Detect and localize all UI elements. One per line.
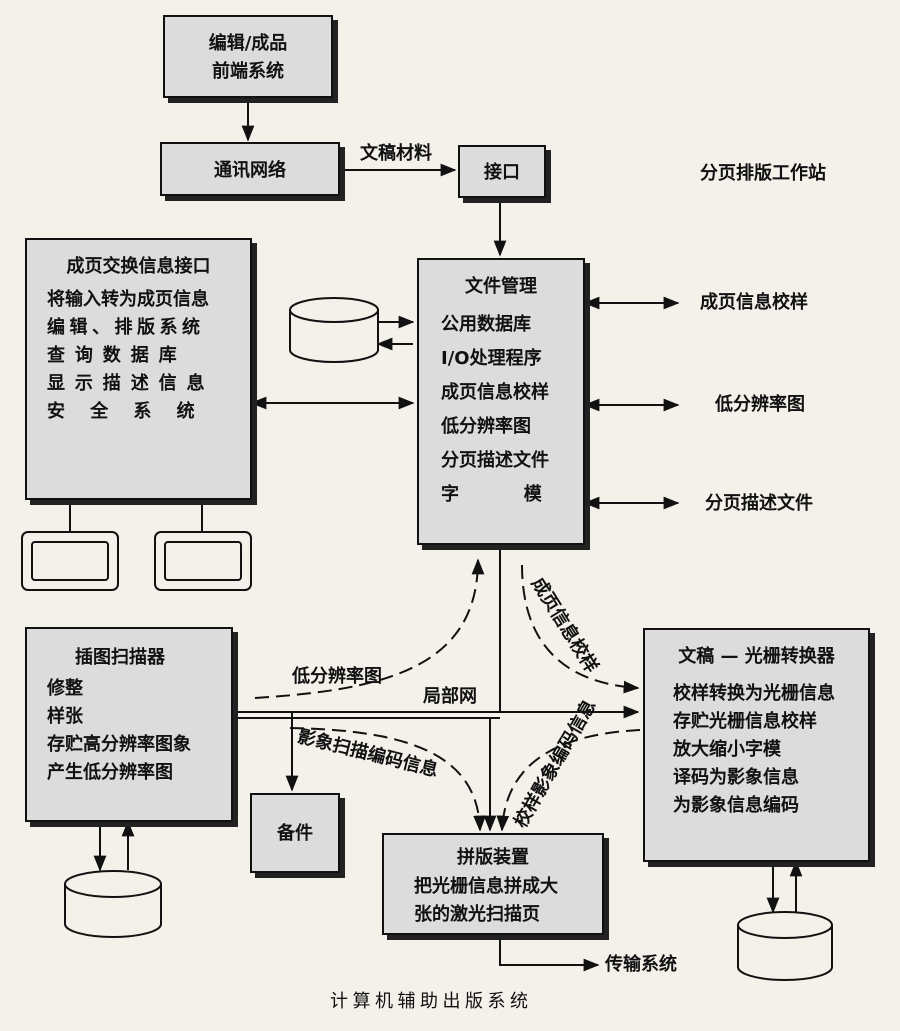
filemgmt-title: 文件管理 <box>465 276 537 297</box>
exchange-item: 编辑、排版系统 <box>47 317 205 338</box>
arrow-to-transmission <box>499 935 600 972</box>
curve-page-proof <box>521 564 640 694</box>
exchange-item: 将输入转为成页信息 <box>47 289 209 310</box>
converter-item: 为影象信息编码 <box>673 795 799 816</box>
curve-lowres <box>254 558 485 699</box>
scanner-box: 插图扫描器 修整 样张 存贮高分辨率图象 产生低分辨率图 <box>25 627 233 822</box>
editing-frontend-box: 编辑/成品 前端系统 <box>163 15 333 98</box>
converter-item: 译码为影象信息 <box>673 767 799 788</box>
exchange-item: 显示描述信息 <box>47 373 215 394</box>
curve-image-encode <box>289 727 486 832</box>
editing-title: 编辑/成品 <box>208 33 288 54</box>
converter-items: 校样转换为光栅信息 存贮光栅信息校样 放大缩小字模 译码为影象信息 为影象信息编… <box>673 680 835 820</box>
label-workstation: 分页排版工作站 <box>700 163 826 184</box>
exchange-title: 成页交换信息接口 <box>66 256 211 277</box>
converter-item: 存贮光栅信息校样 <box>673 711 817 732</box>
editing-subtitle: 前端系统 <box>212 61 284 82</box>
label-lan: 局部网 <box>423 686 477 707</box>
filemgmt-item: 公用数据库 <box>441 314 531 335</box>
filemgmt-item: 低分辨率图 <box>441 416 531 437</box>
scanner-item: 存贮高分辨率图象 <box>47 734 191 755</box>
imposition-box: 拼版装置 把光栅信息拼成大 张的激光扫描页 <box>382 833 604 935</box>
database-icon <box>64 870 162 938</box>
exchange-item: 查询数据库 <box>47 345 187 366</box>
backup-box: 备件 <box>250 793 340 873</box>
filemgmt-item: I/O处理程序 <box>441 348 542 369</box>
imposition-item: 张的激光扫描页 <box>414 904 540 925</box>
backup-title: 备件 <box>277 823 313 844</box>
filemgmt-item: 分页描述文件 <box>441 450 549 471</box>
exchange-item: 安全系统 <box>47 401 220 422</box>
label-out-proof: 成页信息校样 <box>700 292 808 313</box>
curve-proof-image <box>496 729 641 832</box>
file-management-box: 文件管理 公用数据库 I/O处理程序 成页信息校样 低分辨率图 分页描述文件 字… <box>417 258 585 545</box>
scanner-item: 修整 <box>47 678 83 699</box>
label-out-pagedesc: 分页描述文件 <box>705 493 813 514</box>
filemgmt-items: 公用数据库 I/O处理程序 成页信息校样 低分辨率图 分页描述文件 字模 <box>441 308 607 512</box>
converter-item: 放大缩小字模 <box>673 739 781 760</box>
figure-caption: 计算机辅助出版系统 <box>330 991 533 1012</box>
imposition-items: 把光栅信息拼成大 张的激光扫描页 <box>414 873 558 929</box>
filemgmt-item: 成页信息校样 <box>441 382 549 403</box>
label-transmission: 传输系统 <box>605 954 677 975</box>
label-lowres-curve: 低分辨率图 <box>292 666 382 687</box>
scanner-title: 插图扫描器 <box>75 647 165 668</box>
monitor-icon <box>21 531 119 591</box>
converter-item: 校样转换为光栅信息 <box>673 683 835 704</box>
imposition-title: 拼版装置 <box>457 847 529 868</box>
scanner-item: 产生低分辨率图 <box>47 762 173 783</box>
exchange-items: 将输入转为成页信息 编辑、排版系统 查询数据库 显示描述信息 安全系统 <box>47 286 220 426</box>
label-out-lowres: 低分辨率图 <box>715 394 805 415</box>
filemgmt-item: 字模 <box>441 484 607 505</box>
converter-box: 文稿 — 光栅转换器 校样转换为光栅信息 存贮光栅信息校样 放大缩小字模 译码为… <box>643 628 870 862</box>
database-icon <box>289 297 379 363</box>
exchange-interface-box: 成页交换信息接口 将输入转为成页信息 编辑、排版系统 查询数据库 显示描述信息 … <box>25 238 252 500</box>
interface-title: 接口 <box>484 162 520 183</box>
comm-network-box: 通讯网络 <box>160 142 340 196</box>
converter-title: 文稿 — 光栅转换器 <box>678 646 835 667</box>
scanner-item: 样张 <box>47 706 83 727</box>
monitor-icon <box>154 531 252 591</box>
database-icon <box>737 911 833 981</box>
comm-title: 通讯网络 <box>214 160 286 181</box>
label-manuscript: 文稿材料 <box>360 143 432 164</box>
interface-box: 接口 <box>458 145 546 198</box>
scanner-items: 修整 样张 存贮高分辨率图象 产生低分辨率图 <box>47 675 191 787</box>
imposition-item: 把光栅信息拼成大 <box>414 876 558 897</box>
